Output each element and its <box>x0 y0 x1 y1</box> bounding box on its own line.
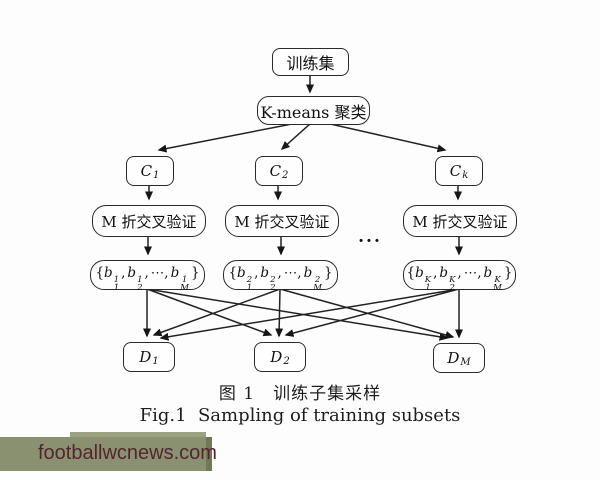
watermark-bar: footballwcnews.com <box>0 432 217 471</box>
watermark-text: footballwcnews.com <box>38 442 217 464</box>
training-set-node: 训练集 <box>272 48 349 76</box>
cluster-1-subscript: 1 <box>153 169 160 181</box>
subset-1-cdots: ⋯ <box>150 265 165 281</box>
subset-3-b2: b <box>439 265 449 281</box>
subset-2-b2: b <box>260 265 270 281</box>
cluster-2-symbol: C <box>269 162 282 180</box>
watermark-edge <box>206 437 212 471</box>
watermark-tab <box>70 432 206 437</box>
subset-1-open: { <box>95 265 105 281</box>
cv-1-label: M 折交叉验证 <box>101 212 197 231</box>
d-1-subscript: 1 <box>152 355 159 367</box>
subset-2-bM: b <box>303 265 313 281</box>
cv-3-label: M 折交叉验证 <box>412 212 508 231</box>
cluster-k-subscript: k <box>462 169 469 181</box>
subset-1-bM: b <box>170 265 180 281</box>
kmeans-label: K-means 聚类 <box>260 102 367 122</box>
connector-arrows <box>143 75 463 341</box>
subset-3-close: } <box>503 265 513 281</box>
kmeans-node: K-means 聚类 <box>257 96 370 125</box>
d-m-subscript: M <box>460 356 471 368</box>
d-2-symbol: D <box>270 348 283 366</box>
cluster-k-symbol: C <box>449 162 462 180</box>
ellipsis: ... <box>358 227 382 247</box>
cv-node-1: M 折交叉验证 <box>92 205 206 237</box>
d-2-subscript: 2 <box>283 355 290 367</box>
subset-3-b1: b <box>415 265 424 281</box>
cv-node-2: M 折交叉验证 <box>225 205 339 237</box>
subset-2-close: } <box>323 265 333 281</box>
cv-node-3: M 折交叉验证 <box>403 205 517 237</box>
subset-2-open: { <box>228 265 238 281</box>
cluster-2-subscript: 2 <box>282 169 289 181</box>
d-m-symbol: D <box>447 349 460 367</box>
figure-caption-zh: 图 1 训练子集采样 <box>218 384 382 404</box>
cv-2-label: M 折交叉验证 <box>234 212 330 231</box>
subset-3-cdots: ⋯ <box>463 265 478 281</box>
subset-1-b1: b <box>104 265 113 281</box>
subset-3-open: { <box>406 265 416 281</box>
subset-1-close: } <box>190 265 200 281</box>
subset-1-b2: b <box>127 265 137 281</box>
subset-2-cdots: ⋯ <box>283 265 298 281</box>
training-set-label: 训练集 <box>286 54 335 73</box>
subset-3-bM: b <box>483 265 493 281</box>
cluster-1-symbol: C <box>140 162 153 180</box>
d-1-symbol: D <box>139 348 152 366</box>
subset-2-b1: b <box>237 265 246 281</box>
figure-caption-en: Fig.1 Sampling of training subsets <box>139 405 461 426</box>
